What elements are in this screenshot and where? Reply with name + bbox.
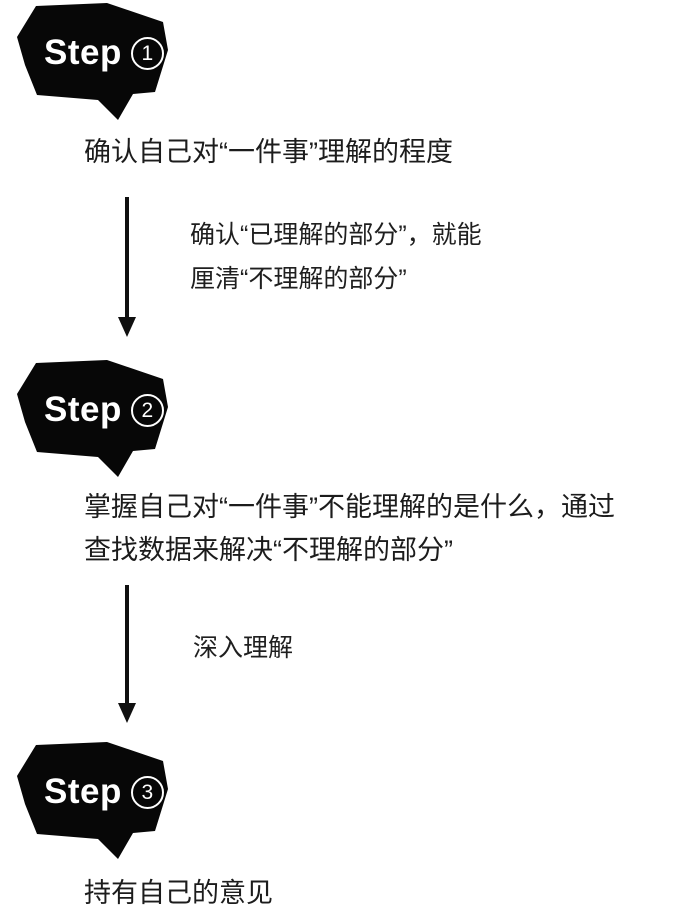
arrow-step2-to-step3 xyxy=(118,585,136,723)
step-2-description: 掌握自己对“一件事”不能理解的是什么，通过 查找数据来解决“不理解的部分” xyxy=(84,486,615,572)
arrow-head-icon xyxy=(118,317,136,337)
step-3-label: Step 3 xyxy=(44,772,164,812)
arrow-line xyxy=(125,585,129,703)
arrow-step1-to-step2 xyxy=(118,197,136,337)
note-line: 深入理解 xyxy=(193,634,294,662)
step-1-label: Step 1 xyxy=(44,33,164,73)
note-line: 厘清“不理解的部分” xyxy=(190,265,407,293)
step-2-bubble: Step 2 xyxy=(16,359,169,479)
step-word: Step xyxy=(44,772,122,811)
speech-bubble-icon xyxy=(17,3,168,120)
description-line: 查找数据来解决“不理解的部分” xyxy=(84,535,453,565)
step-number: 2 xyxy=(141,398,154,422)
step-word: Step xyxy=(44,390,122,429)
arrow-1-note: 确认“已理解的部分”，就能 厘清“不理解的部分” xyxy=(190,213,482,301)
step-word: Step xyxy=(44,33,122,72)
step-3-bubble: Step 3 xyxy=(16,741,169,861)
step-1-bubble: Step 1 xyxy=(16,2,169,122)
arrow-head-icon xyxy=(118,703,136,723)
description-line: 掌握自己对“一件事”不能理解的是什么，通过 xyxy=(84,492,615,522)
step-number: 1 xyxy=(141,41,154,65)
circled-number-icon: 2 xyxy=(130,393,164,427)
speech-bubble-icon xyxy=(17,742,168,859)
circled-number-icon: 1 xyxy=(130,36,164,70)
description-line: 持有自己的意见 xyxy=(84,878,273,908)
arrow-2-note: 深入理解 xyxy=(193,626,293,670)
step-1-description: 确认自己对“一件事”理解的程度 xyxy=(84,131,453,174)
step-2-label: Step 2 xyxy=(44,390,164,430)
description-line: 确认自己对“一件事”理解的程度 xyxy=(84,137,453,167)
note-line: 确认“已理解的部分”，就能 xyxy=(190,221,482,249)
circled-number-icon: 3 xyxy=(130,775,164,809)
step-3-description: 持有自己的意见 xyxy=(84,872,273,915)
speech-bubble-icon xyxy=(17,360,168,477)
arrow-line xyxy=(125,197,129,317)
step-number: 3 xyxy=(141,780,154,804)
